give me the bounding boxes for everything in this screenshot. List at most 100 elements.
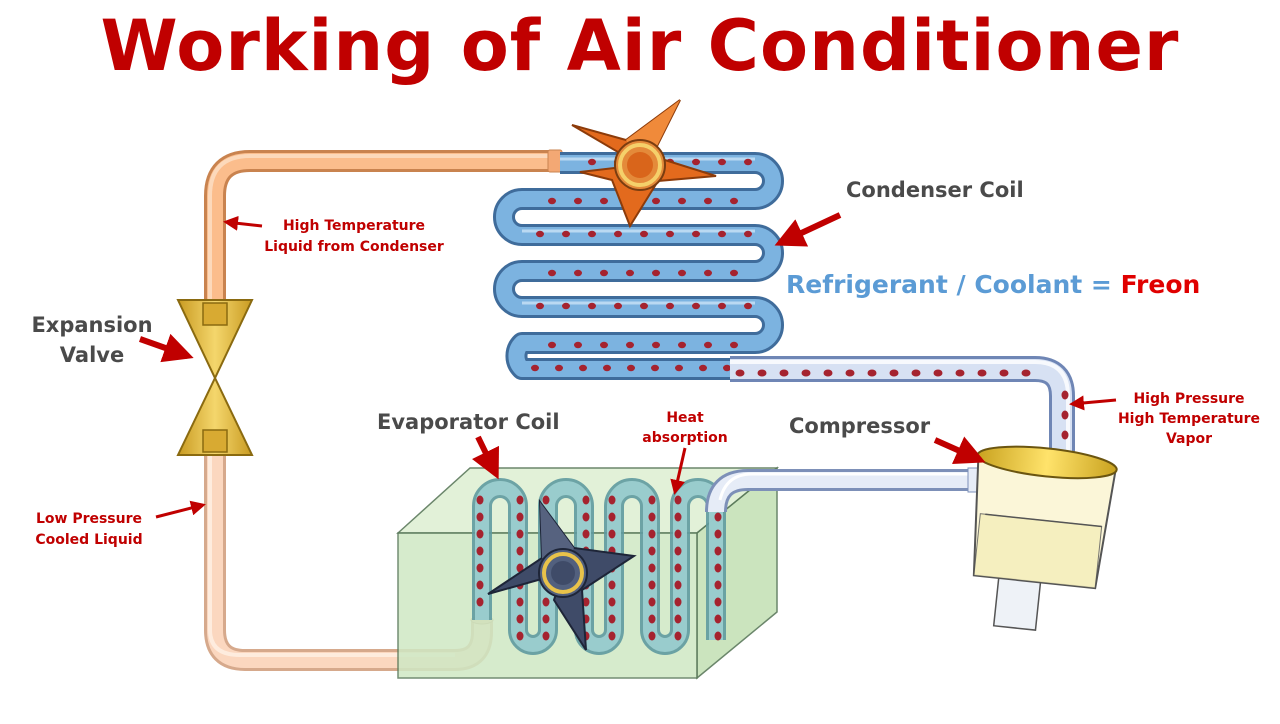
refrigerant-dot: [1061, 390, 1069, 400]
refrigerant-dot: [555, 364, 563, 372]
refrigerant-dot: [574, 341, 582, 349]
refrigerant-dot: [648, 597, 656, 607]
refrigerant-dot: [674, 597, 682, 607]
refrigerant-dot: [574, 197, 582, 205]
refrigerant-dot: [608, 631, 616, 641]
refrigerant-dot: [579, 364, 587, 372]
condenser-arrow: [774, 212, 842, 247]
refrigerant-dot: [542, 614, 550, 624]
refrigerant-dot: [714, 529, 722, 539]
refrigerant-dot: [648, 512, 656, 522]
refrigerant-dot: [744, 302, 752, 310]
refrigerant-dot: [692, 158, 700, 166]
evaporator-coil-label: Evaporator Coil: [377, 410, 560, 434]
refrigerant-dot: [1021, 369, 1031, 377]
refrigerant-dot: [744, 230, 752, 238]
refrigerant-dot: [678, 341, 686, 349]
refrigerant-dot: [588, 302, 596, 310]
refrigerant-dot: [718, 230, 726, 238]
refrigerant-dot: [678, 197, 686, 205]
refrigerant-dot: [574, 269, 582, 277]
refrigerant-dot: [608, 529, 616, 539]
cool-liquid-label-line2: Cooled Liquid: [35, 532, 143, 548]
refrigerant-dot: [648, 529, 656, 539]
refrigerant-dot: [536, 230, 544, 238]
vapor-refrigerant-dots: [735, 369, 1069, 480]
refrigerant-dot: [603, 364, 611, 372]
refrigerant-dot: [640, 230, 648, 238]
refrigerant-dot: [608, 597, 616, 607]
refrigerant-dot: [648, 580, 656, 590]
refrigerant-dot: [582, 529, 590, 539]
refrigerant-dot: [562, 230, 570, 238]
refrigerant-dot: [542, 631, 550, 641]
refrigerant-dot: [723, 364, 731, 372]
refrigerant-dot: [823, 369, 833, 377]
refrigerant-dot: [933, 369, 943, 377]
refrigerant-dot: [588, 158, 596, 166]
refrigerant-dot: [801, 369, 811, 377]
heat-absorption-label-line2: absorption: [642, 430, 728, 446]
refrigerant-dot: [582, 512, 590, 522]
hot-vapor-label: High Pressure High Temperature Vapor: [1098, 389, 1280, 449]
evaporator-coil: [472, 478, 726, 655]
refrigerant-dot: [582, 495, 590, 505]
refrigerant-dot: [648, 495, 656, 505]
pointer-arrows: [138, 212, 1117, 519]
refrigerant-dot: [476, 512, 484, 522]
refrigerant-dot: [757, 369, 767, 377]
refrigerant-dot: [714, 597, 722, 607]
cool-liquid-label: Low Pressure Cooled Liquid: [14, 509, 164, 551]
refrigerant-dot: [744, 158, 752, 166]
expansion-valve-label: Expansion Valve: [18, 310, 166, 370]
refrigerant-dot: [674, 614, 682, 624]
refrigerant-dot: [476, 546, 484, 556]
compressor-arrow: [933, 436, 986, 464]
refrigerant-dot: [516, 546, 524, 556]
refrigerant-dot: [714, 631, 722, 641]
refrigerant-dot: [476, 580, 484, 590]
hot-liquid-label-line1: High Temperature: [282, 218, 426, 234]
refrigerant-dot: [704, 341, 712, 349]
refrigerant-dot: [674, 495, 682, 505]
valve-arrow: [138, 333, 194, 363]
refrigerant-dot: [582, 597, 590, 607]
cool-liquid-label-line1: Low Pressure: [35, 511, 143, 527]
refrigerant-dot: [735, 369, 745, 377]
freon-text: Freon: [1120, 270, 1201, 299]
refrigerant-dot: [845, 369, 855, 377]
condenser-fan-icon: [571, 99, 717, 229]
refrigerant-dot: [652, 341, 660, 349]
page-title: Working of Air Conditioner: [100, 5, 1180, 87]
hot-vapor-label-line2: High Temperature: [1117, 411, 1261, 427]
refrigerant-dot: [999, 369, 1009, 377]
refrigerant-dot: [674, 546, 682, 556]
refrigerant-dot: [516, 563, 524, 573]
refrigerant-text: Refrigerant / Coolant =: [786, 270, 1121, 299]
refrigerant-dot: [666, 302, 674, 310]
refrigerant-dot: [1061, 410, 1069, 420]
refrigerant-dot: [704, 269, 712, 277]
refrigerant-dot: [718, 302, 726, 310]
refrigerant-dot: [600, 197, 608, 205]
compressor-label: Compressor: [789, 414, 931, 438]
refrigerant-dot: [476, 597, 484, 607]
refrigerant-dot: [626, 341, 634, 349]
vapor-arrow: [1069, 395, 1117, 411]
refrigerant-dot: [718, 158, 726, 166]
refrigerant-dot: [536, 302, 544, 310]
hot-vapor-pipe: [730, 356, 1075, 493]
hot-vapor-label-line1: High Pressure: [1133, 391, 1245, 407]
refrigerant-dot: [516, 495, 524, 505]
refrigerant-dot: [476, 495, 484, 505]
refrigerant-dot: [648, 563, 656, 573]
refrigerant-dot: [1061, 430, 1069, 440]
heat-arrow: [670, 447, 687, 495]
refrigerant-dot: [516, 529, 524, 539]
refrigerant-dot: [652, 197, 660, 205]
refrigerant-dot: [714, 580, 722, 590]
refrigerant-dot: [699, 364, 707, 372]
refrigerant-dot: [476, 529, 484, 539]
refrigerant-dot: [600, 341, 608, 349]
